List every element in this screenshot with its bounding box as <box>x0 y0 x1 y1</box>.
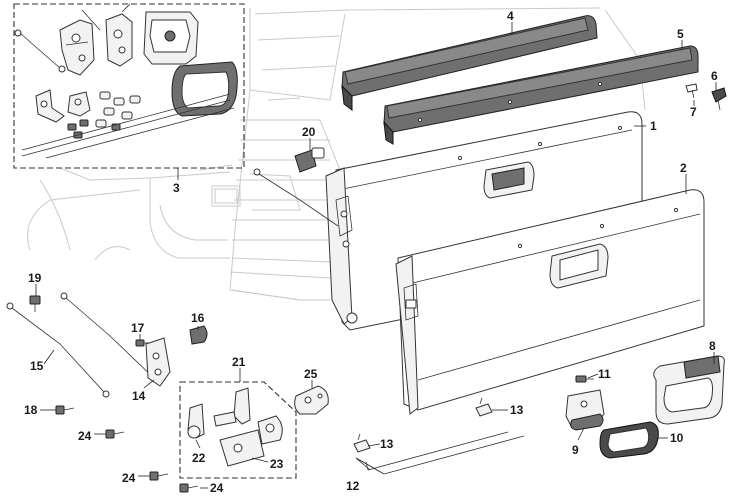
kit-latch-left <box>59 19 95 76</box>
bolt-24-c <box>179 483 199 493</box>
hinge-14 <box>145 337 171 387</box>
tailgate-top-cap-4 <box>341 15 598 111</box>
kit-clips <box>95 91 141 128</box>
callout-20: 20 <box>302 125 316 139</box>
kit-bracket-right <box>67 91 91 117</box>
kit-bracket-left <box>35 89 65 123</box>
callout-23: 23 <box>270 457 284 471</box>
callout-25: 25 <box>304 367 318 381</box>
latch-rods-12 <box>365 431 525 475</box>
support-cable-15 <box>6 302 110 398</box>
kit-latch-rods <box>21 93 235 159</box>
hinge-bracket-22 <box>187 403 205 439</box>
callout-7: 7 <box>690 105 697 119</box>
callout-2: 2 <box>680 161 687 175</box>
callout-14: 14 <box>132 389 146 403</box>
callout-6: 6 <box>711 69 718 83</box>
callout-22: 22 <box>192 451 206 465</box>
hinge-bracket-21 <box>213 387 251 427</box>
callout-11: 11 <box>598 367 611 381</box>
callout-21: 21 <box>232 355 246 369</box>
callout-13-lower: 13 <box>380 437 394 451</box>
callout-1: 1 <box>650 119 657 133</box>
callout-9: 9 <box>572 443 579 457</box>
handle-housing-8 <box>653 355 725 425</box>
kit-latch-right <box>105 3 133 67</box>
kit-handle-housing <box>143 11 199 65</box>
handle-latch-9 <box>565 389 605 431</box>
callout-18: 18 <box>24 403 38 417</box>
callout-5: 5 <box>677 27 684 41</box>
rod-clip-13-lower <box>353 433 371 453</box>
tailgate-2 <box>395 189 705 415</box>
hinge-kit-box-21 <box>179 368 297 479</box>
callout-19: 19 <box>28 271 42 285</box>
bolt-24-b <box>149 471 169 481</box>
rod-clip-13-upper <box>475 397 493 417</box>
latch-kit-box <box>13 3 245 180</box>
tailgate-bumper-20 <box>294 147 325 173</box>
callout-24-c: 24 <box>210 481 224 495</box>
callout-12: 12 <box>346 479 360 493</box>
callout-17: 17 <box>131 321 145 335</box>
hinge-block-23 <box>219 415 283 467</box>
truck-bed-outline <box>27 7 646 301</box>
callout-4: 4 <box>507 9 514 23</box>
kit-latch-cable <box>14 9 101 73</box>
callout-15: 15 <box>30 359 44 373</box>
handle-bolt-11 <box>575 375 594 383</box>
support-cable-14-strap <box>60 292 157 381</box>
bushing-16 <box>189 325 208 345</box>
bolt-24-a <box>105 429 125 439</box>
callout-24-b: 24 <box>122 471 136 485</box>
callout-3: 3 <box>173 181 180 195</box>
callout-13-upper: 13 <box>510 403 524 417</box>
striker-plate-25 <box>294 385 329 415</box>
callout-8: 8 <box>709 339 716 353</box>
callout-24-a: 24 <box>78 429 92 443</box>
cap-screw-7 <box>685 83 698 99</box>
support-cable-installed <box>253 168 339 227</box>
tailgate-top-cap-5 <box>383 45 699 145</box>
kit-handle-bezel <box>171 61 238 117</box>
callout-labels: 1 2 3 4 5 6 7 8 9 10 11 12 13 13 14 15 1… <box>24 9 718 495</box>
callout-16: 16 <box>191 311 205 325</box>
bolt-18 <box>55 405 75 415</box>
cap-clip-6 <box>711 87 727 111</box>
callout-10: 10 <box>670 431 684 445</box>
cable-bolt-19 <box>29 295 41 312</box>
leader-lines <box>35 22 717 489</box>
handle-bezel-10 <box>599 421 659 459</box>
